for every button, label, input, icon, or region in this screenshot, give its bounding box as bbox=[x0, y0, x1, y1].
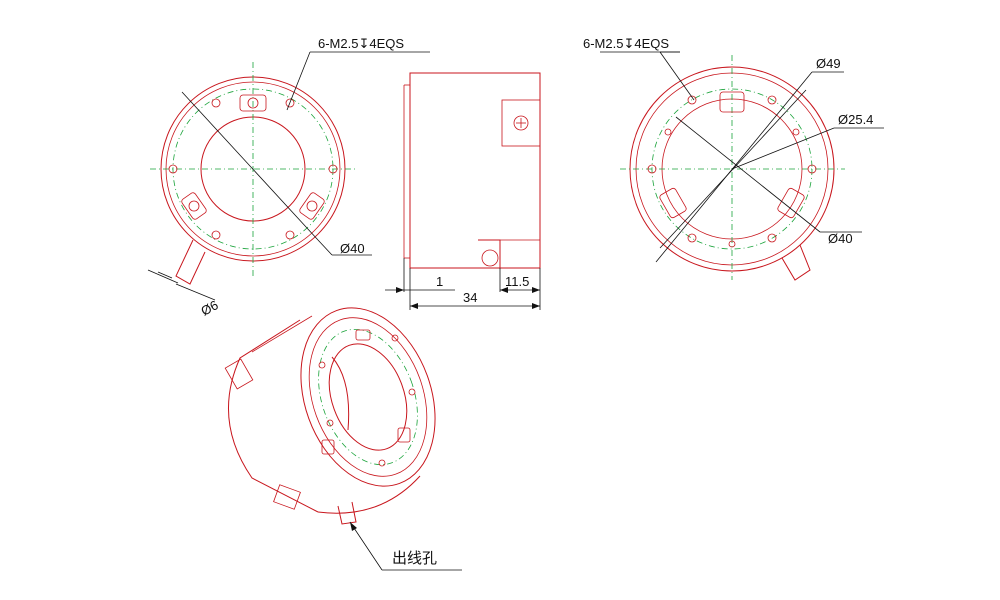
screw-clamps-right bbox=[659, 91, 805, 219]
diameter-6-label: Ø6 bbox=[198, 297, 220, 318]
thread-label-right: 6-M2.5↧4EQS bbox=[583, 36, 669, 51]
outlet-hole-label: 出线孔 bbox=[392, 549, 437, 567]
right-rear-view bbox=[600, 51, 884, 281]
dim-34-label: 34 bbox=[463, 290, 477, 305]
dim-1-label: 1 bbox=[436, 274, 443, 289]
thread-label-left: 6-M2.5↧4EQS bbox=[318, 36, 404, 51]
left-front-view bbox=[147, 51, 430, 301]
dim-11-5-label: 11.5 bbox=[505, 274, 529, 289]
diameter-40-left: Ø40 bbox=[340, 241, 365, 256]
diameter-49-label: Ø49 bbox=[816, 56, 841, 71]
diameter-25-4-label: Ø25.4 bbox=[838, 112, 873, 127]
screw-clamps-left bbox=[181, 94, 325, 220]
mounting-holes-left bbox=[168, 98, 338, 240]
diameter-40-right: Ø40 bbox=[828, 231, 853, 246]
isometric-view bbox=[224, 307, 462, 571]
side-view bbox=[385, 72, 541, 310]
mounting-holes-right bbox=[647, 95, 817, 248]
